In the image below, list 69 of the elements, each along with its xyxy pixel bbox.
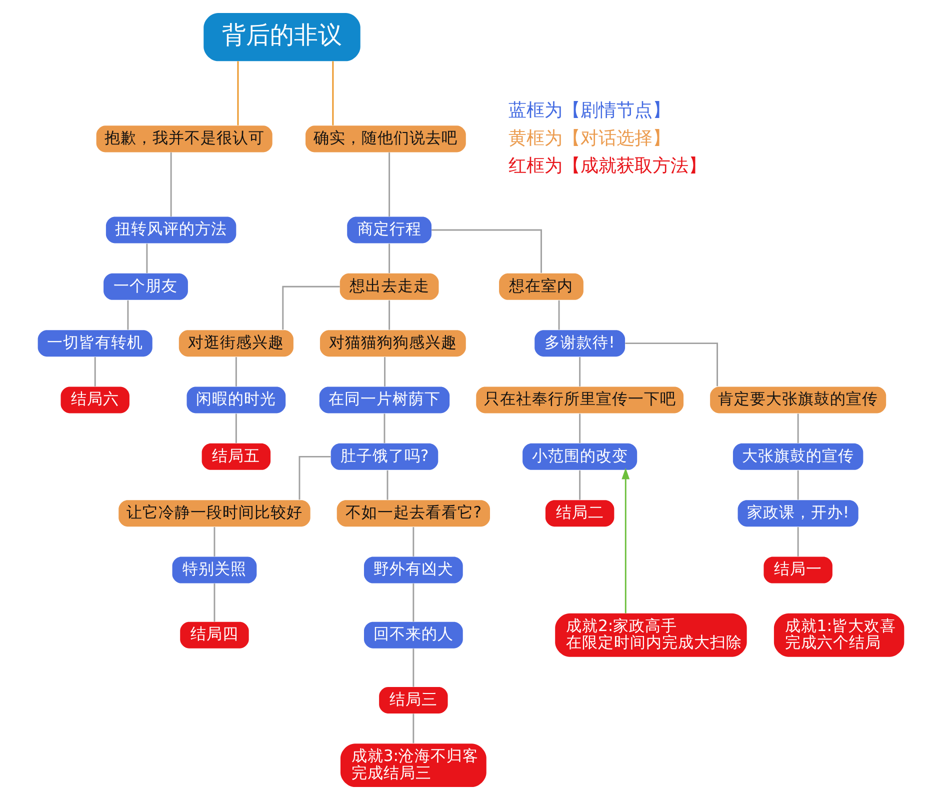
node-box: 想出去走走 — [339, 273, 438, 300]
node-box: 让它冷静一段时间比较好 — [118, 500, 310, 527]
node-box: 抱歉，我并不是很认可 — [96, 126, 272, 152]
connector — [213, 527, 215, 556]
legend-label: 红框为【成就获取方法】 — [508, 156, 706, 177]
connector — [332, 61, 334, 126]
connector — [213, 584, 215, 622]
node-box: 回不来的人 — [363, 622, 462, 648]
connector — [578, 357, 580, 386]
connector — [388, 152, 390, 216]
connector — [234, 414, 236, 444]
legend-label: 蓝框为【剧情节点】 — [508, 100, 670, 122]
node-box: 扭转风评的方法 — [105, 216, 236, 244]
connector — [384, 357, 385, 386]
node-box: 结局三 — [378, 686, 448, 714]
connector — [126, 300, 128, 330]
arrow — [621, 468, 630, 614]
node-box: 结局五 — [201, 443, 270, 470]
node-box: 结局一 — [763, 556, 832, 584]
connector — [412, 584, 414, 622]
node-box: 在同一片树荫下 — [318, 386, 450, 414]
connector — [624, 342, 718, 386]
node-box: 成就3:沧海不归客 完成结局三 — [340, 744, 486, 788]
node-box: 结局二 — [544, 500, 614, 527]
connector — [383, 414, 385, 444]
connector — [412, 648, 414, 687]
node-box: 家政课，开办! — [737, 500, 858, 527]
connector — [412, 714, 414, 744]
connector — [431, 229, 542, 273]
node-box: 成就2:家政高手 在限定时间内完成大扫除 — [554, 613, 746, 657]
node-box: 确实，随他们说去吧 — [305, 126, 466, 152]
node-box: 肚子饿了吗? — [330, 443, 438, 470]
node-box: 想在室内 — [498, 273, 583, 300]
connector — [796, 470, 798, 500]
legend-label: 黄框为【对话选择】 — [508, 128, 670, 149]
node-box: 肯定要大张旗鼓的宣传 — [710, 386, 886, 414]
node-box: 成就1:皆大欢喜 完成六个结局 — [773, 613, 904, 657]
node-box: 不如一起去看看它? — [336, 500, 490, 527]
connector — [388, 244, 390, 274]
node-box: 闲暇的时光 — [186, 386, 286, 414]
node-box: 一个朋友 — [103, 273, 188, 300]
node-box: 商定行程 — [346, 216, 431, 244]
connector — [298, 456, 330, 500]
node-box: 特别关照 — [172, 556, 256, 584]
connector — [386, 470, 388, 500]
connector — [412, 527, 414, 556]
node-box: 背后的非议 — [203, 12, 360, 62]
node-box: 对逛街感兴趣 — [178, 330, 293, 357]
connector — [94, 357, 96, 386]
node-box: 对猫猫狗狗感兴趣 — [319, 330, 466, 357]
node-box: 结局六 — [60, 386, 129, 414]
connector — [282, 286, 340, 330]
node-box: 野外有凶犬 — [363, 556, 462, 584]
connector — [234, 357, 236, 386]
node-box: 只在社奉行所里宣传一下吧 — [476, 386, 684, 414]
connector — [170, 152, 172, 216]
connector — [796, 414, 798, 444]
node-box: 一切皆有转机 — [37, 330, 152, 357]
connector — [558, 300, 560, 330]
connector — [796, 527, 798, 556]
connector — [146, 244, 148, 274]
node-box: 结局四 — [180, 622, 248, 648]
connector — [388, 300, 390, 330]
node-box: 多谢款待! — [534, 330, 625, 357]
connector — [578, 414, 580, 444]
node-box: 大张旗鼓的宣传 — [732, 443, 863, 470]
connector — [236, 61, 238, 126]
node-box: 小范围的改变 — [522, 443, 637, 470]
connector — [578, 470, 580, 500]
